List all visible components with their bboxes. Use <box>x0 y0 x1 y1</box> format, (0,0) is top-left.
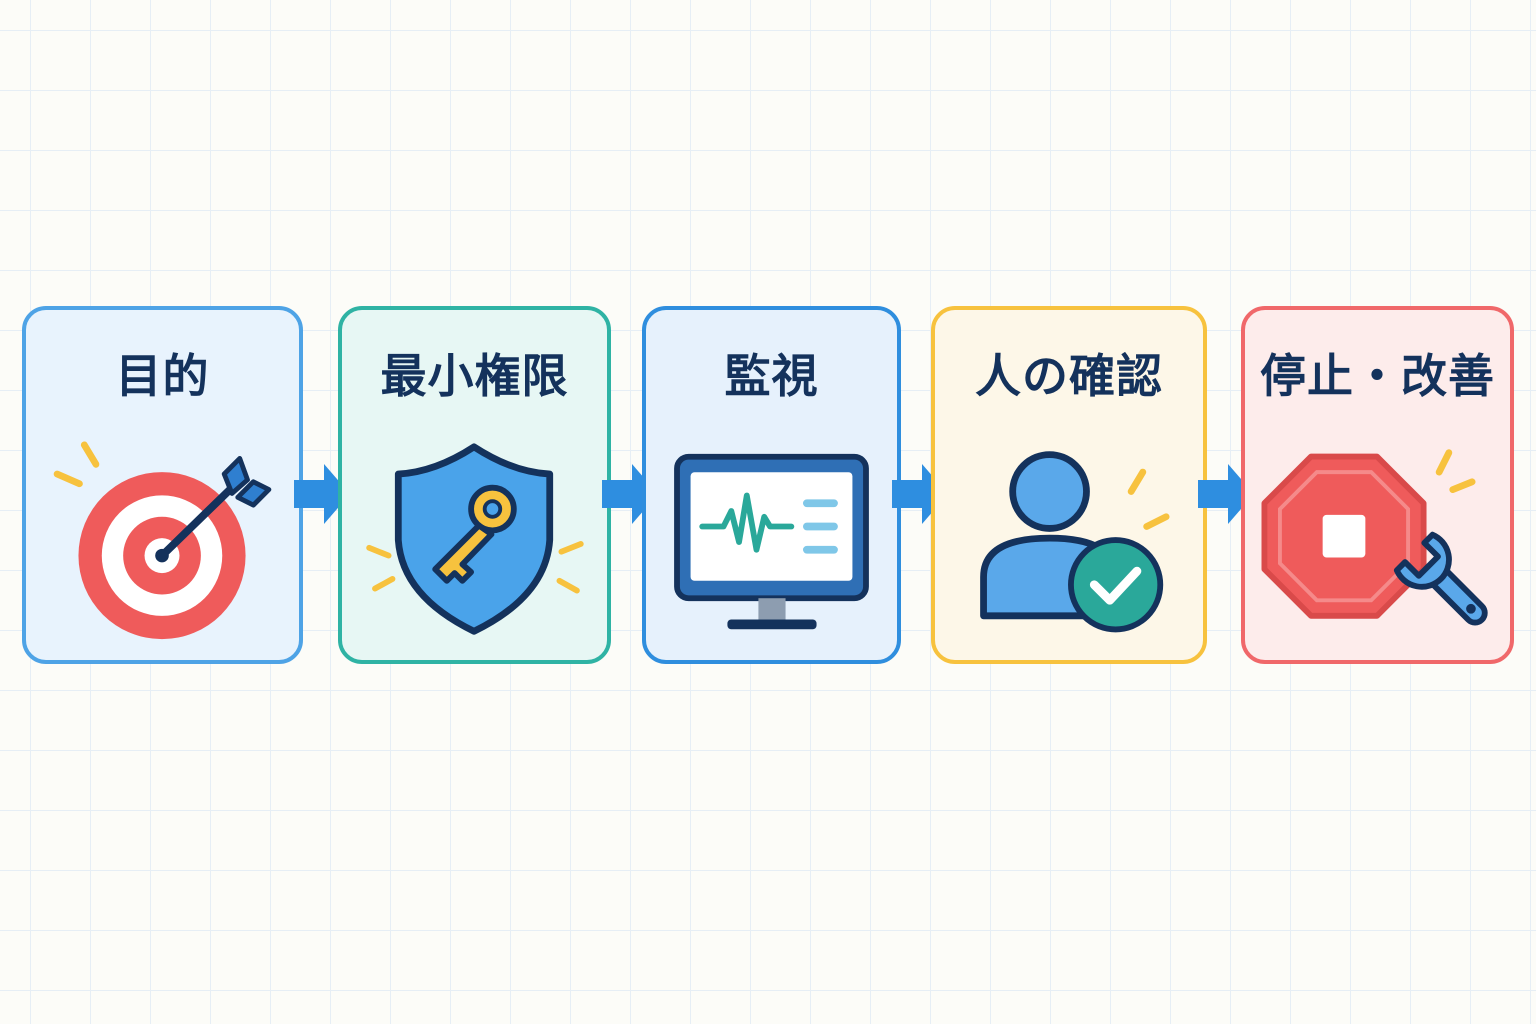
step-card-stop-improve: 停止・改善 <box>1241 306 1514 664</box>
person-check-icon <box>980 451 1170 633</box>
step-title: 人の確認 <box>975 349 1163 403</box>
arrow-right-icon <box>1198 464 1254 524</box>
step-card-human-review: 人の確認 <box>931 306 1207 664</box>
step-title: 最小権限 <box>380 349 569 403</box>
step-title: 停止・改善 <box>1260 349 1495 403</box>
arrow-right-icon <box>294 464 350 524</box>
step-card-least-privilege: 最小権限 <box>338 306 611 664</box>
target-arrow-icon <box>53 441 272 640</box>
step-card-monitoring: 監視 <box>642 306 901 664</box>
step-title: 監視 <box>724 349 819 403</box>
step-title: 目的 <box>115 349 210 403</box>
stop-wrench-icon <box>1261 449 1488 626</box>
shield-key-icon <box>366 443 584 635</box>
step-card-purpose: 目的 <box>22 306 303 664</box>
monitor-pulse-icon <box>674 453 869 630</box>
